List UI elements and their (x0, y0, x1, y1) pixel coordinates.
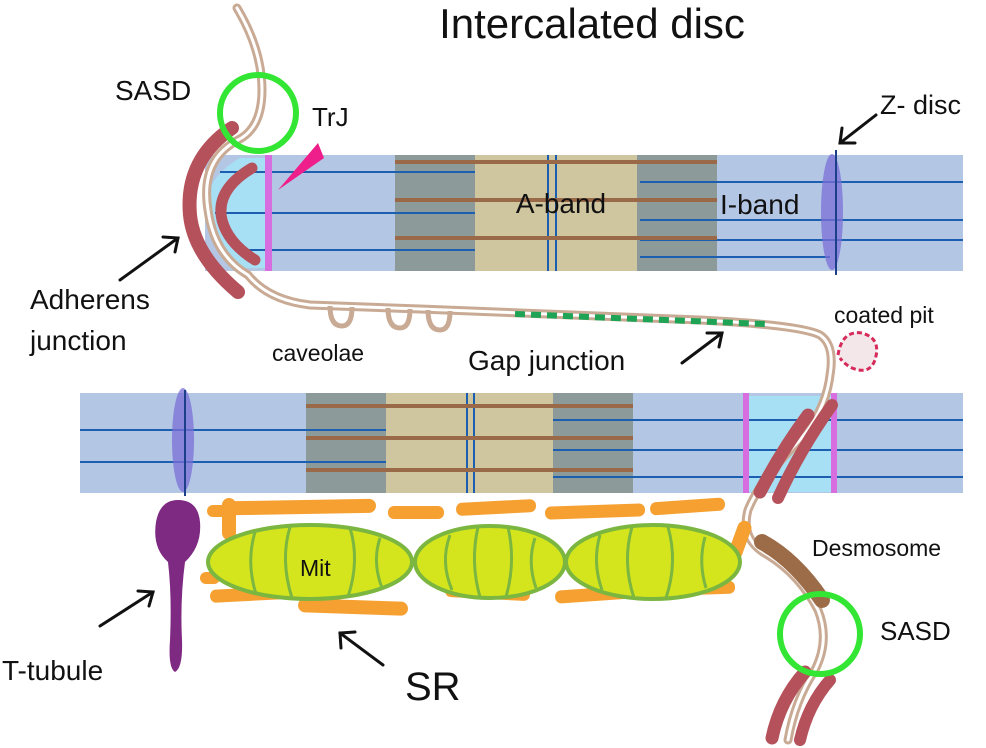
mitochondrion-2 (413, 524, 567, 600)
t-tubule-shape (155, 500, 201, 672)
mitochondrion-3 (564, 523, 742, 601)
pointer-arrows (98, 113, 878, 667)
mitochondrion-1 (206, 523, 414, 601)
bottom-cell-edge-bar-right (831, 393, 837, 493)
top-myofibril (205, 150, 963, 275)
label-sasd-bottom: SASD (880, 616, 951, 646)
label-desmosome: Desmosome (812, 535, 941, 561)
label-adherens-line1: Adherens (30, 284, 150, 315)
label-caveolae: caveolae (272, 340, 364, 366)
label-t-tubule: T-tubule (2, 655, 103, 686)
adherens-junction-top-inner (215, 162, 261, 266)
label-z-disc: Z- disc (880, 90, 961, 120)
bottom-a-band-center (386, 393, 553, 493)
sr-arrow (338, 630, 385, 667)
page-title: Intercalated disc (439, 0, 745, 47)
trj-marker (278, 143, 324, 190)
adherens-arrow (118, 235, 180, 282)
z-disc-arrow (838, 113, 878, 145)
sasd-circle-top (217, 72, 299, 154)
gap-junction-marks (514, 311, 766, 327)
top-cell-edge-bar (265, 155, 272, 271)
mitochondria (206, 523, 742, 601)
gap-junction-arrow (680, 331, 724, 365)
bottom-cell-edge-bar-left (743, 393, 749, 493)
label-adherens-line2: junction (29, 325, 127, 356)
label-i-band: I-band (720, 189, 799, 220)
label-mit: Mit (300, 555, 331, 581)
adherens-junction-bottom-2 (772, 399, 838, 504)
adherens-junction-bottom-4 (794, 674, 836, 746)
adherens-junction-bottom-3 (765, 665, 812, 745)
sasd-circle-bottom (777, 591, 863, 677)
label-gap-junction: Gap junction (468, 345, 625, 376)
t-tubule-arrow (98, 589, 155, 628)
bottom-thick-filaments (306, 404, 633, 472)
bottom-z-disc-glow (172, 388, 194, 492)
top-z-disc-glow (821, 154, 843, 270)
label-coated-pit: coated pit (834, 302, 934, 328)
label-sasd-top: SASD (115, 75, 191, 106)
label-sr: SR (405, 665, 461, 709)
label-trj: TrJ (312, 102, 349, 132)
adherens-junction-bottom-1 (753, 408, 815, 499)
bottom-a-band-outer-left (306, 393, 386, 493)
label-a-band: A-band (516, 188, 606, 219)
caveolae-invaginations (327, 305, 453, 333)
adherens-junction-top-outer (182, 121, 245, 299)
coated-pit-shape (836, 331, 879, 372)
bottom-thin-filaments (80, 393, 963, 493)
top-thick-filaments (395, 160, 717, 240)
top-a-band-outer-right (637, 155, 717, 271)
